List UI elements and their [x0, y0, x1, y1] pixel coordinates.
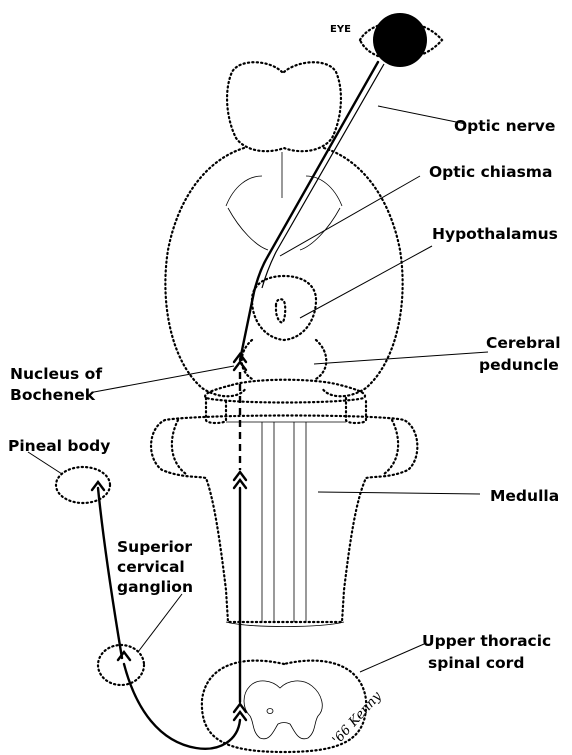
leader-medulla [318, 492, 480, 494]
leader-spinal-cord [360, 644, 424, 672]
eye [360, 13, 442, 67]
pineal-body [56, 467, 110, 503]
leader-pineal [28, 452, 62, 474]
synapse-ganglion [118, 652, 130, 660]
label-ganglion-1: Superior [117, 538, 192, 556]
preganglionic-fiber [124, 664, 240, 749]
cerebral-hemisphere-left [165, 148, 246, 396]
arrow-nucleus-2 [234, 362, 246, 370]
internal-structure-lines [226, 152, 346, 739]
cerebellar-peduncle-left [206, 398, 226, 423]
eye-label: EYE [330, 24, 351, 35]
label-hypothalamus: Hypothalamus [432, 225, 558, 243]
chiasma-line-right [300, 208, 340, 250]
label-medulla: Medulla [490, 487, 559, 505]
olfactory-lobes [227, 62, 341, 151]
label-cerebral-2: peduncle [479, 356, 559, 374]
label-ganglion-2: cervical [117, 558, 185, 576]
label-cerebral-1: Cerebral [486, 334, 561, 352]
label-spinal-2: spinal cord [428, 654, 524, 672]
hypothalamus-region [252, 276, 316, 340]
pons [205, 380, 365, 403]
spinal-grey-matter [244, 681, 322, 739]
artist-signature: '66 Kenny [330, 689, 385, 748]
leader-hypothalamus [300, 246, 432, 318]
label-optic-nerve: Optic nerve [454, 117, 555, 135]
nerve-pathway [92, 62, 384, 749]
leader-lines [28, 106, 488, 672]
chiasma-line-left [228, 208, 268, 250]
label-pineal: Pineal body [8, 437, 110, 455]
label-nucleus-2: Bochenek [10, 386, 96, 404]
optic-nerve-second-line [262, 64, 384, 288]
optic-nerve-fiber [240, 62, 378, 360]
arrow-spinal-2 [234, 712, 246, 720]
label-ganglion-3: ganglion [117, 578, 193, 596]
brain-outline [151, 62, 417, 752]
label-nucleus-1: Nucleus of [10, 365, 102, 383]
cerebral-peduncle-shape [242, 340, 327, 380]
leader-ganglion [138, 594, 182, 652]
leader-optic-nerve [378, 106, 466, 124]
medulla-lobe-left [172, 420, 186, 474]
inner-line-left [226, 176, 262, 206]
leader-cerebral-peduncle [314, 352, 488, 364]
eyeball [373, 13, 427, 67]
label-optic-chiasma: Optic chiasma [429, 163, 552, 181]
medulla-lobe-right [384, 420, 398, 474]
central-canal [267, 709, 273, 714]
infundibulum [276, 299, 285, 322]
label-spinal-1: Upper thoracic [422, 632, 551, 650]
cerebellar-peduncle-right [346, 398, 366, 423]
leader-nucleus [94, 366, 234, 392]
